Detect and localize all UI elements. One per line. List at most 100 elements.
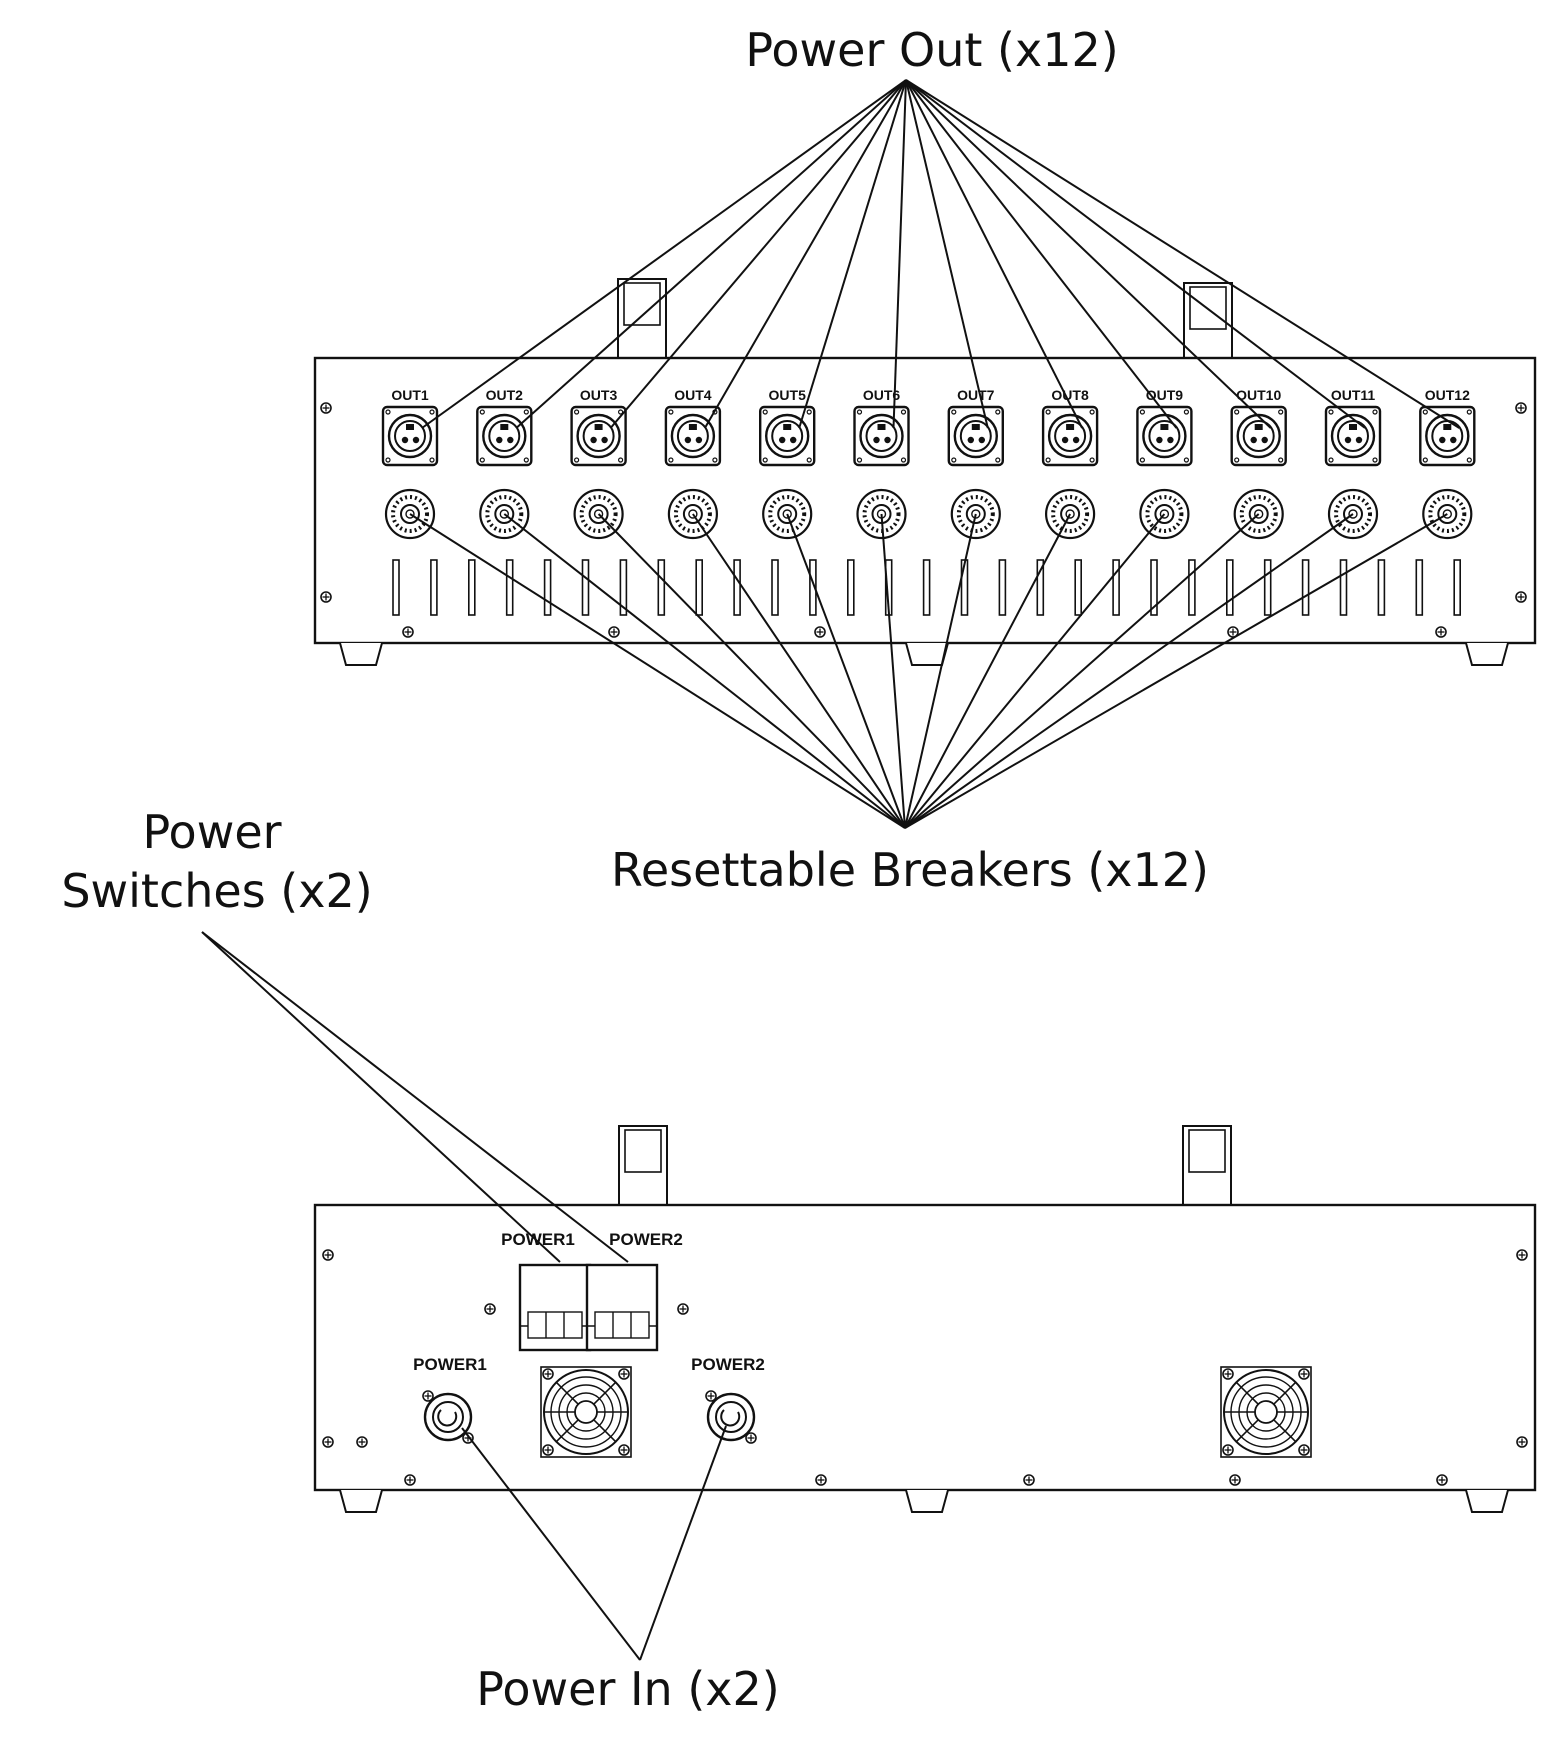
screw-icon (320, 591, 332, 603)
connector-9-icon (1136, 405, 1193, 467)
connector-5-icon (759, 405, 816, 467)
vent-slot-icon (1453, 559, 1461, 616)
leader-line (905, 79, 1272, 429)
leader-line (798, 79, 907, 429)
handle-icon (617, 278, 667, 359)
screw-icon (1229, 1474, 1241, 1486)
foot-icon (905, 1489, 949, 1513)
output-label: OUT5 (769, 387, 807, 403)
vent-slot-icon (467, 559, 476, 616)
leader-lines (201, 79, 1460, 1661)
leader-line (904, 513, 1071, 829)
vent-slot-icon (1226, 559, 1234, 616)
vent-slot-icon (657, 559, 666, 616)
connector-2-icon (476, 405, 533, 467)
vent-slot-icon (1112, 559, 1120, 616)
vent-slot-icon (771, 559, 779, 616)
screw-icon (320, 402, 332, 414)
fans (540, 1366, 1312, 1458)
leader-line (639, 1425, 727, 1661)
leader-line (905, 79, 1178, 429)
output-label: OUT10 (1236, 387, 1281, 403)
handle-icon (1182, 1125, 1232, 1206)
screw-icon (1436, 1474, 1448, 1486)
leader-line (904, 513, 1354, 829)
screw-icon (1222, 1444, 1234, 1456)
screw-icon (618, 1444, 630, 1456)
fan-2-icon (1220, 1366, 1312, 1458)
leader-line (904, 513, 1260, 829)
foot-icon (1465, 1489, 1509, 1513)
screw-icon (1298, 1368, 1310, 1380)
leader-line (892, 79, 907, 429)
screw-icon (618, 1368, 630, 1380)
switch-label-power2: POWER2 (609, 1230, 683, 1249)
screw-icon (484, 1303, 496, 1315)
leader-line (609, 79, 907, 429)
connector-8-icon (1041, 405, 1099, 467)
fan-1-icon (540, 1366, 632, 1458)
rear-panel: POWER1 POWER2 POWER1 POWER2 (313, 1125, 1537, 1513)
inlet-label-power1: POWER1 (413, 1355, 487, 1374)
rocker-switch-icon (585, 1263, 659, 1352)
connector-7-icon (947, 405, 1004, 467)
inlet-label-power2: POWER2 (691, 1355, 765, 1374)
connector-1-icon (381, 405, 439, 467)
screw-icon (1516, 1436, 1528, 1448)
power-inlet-1-icon (422, 1390, 474, 1444)
screw-icon (542, 1444, 554, 1456)
vent-slot-icon (846, 559, 855, 616)
vent-slot-icon (1074, 559, 1082, 616)
vent-slot-icon (543, 559, 552, 616)
leader-line (201, 931, 561, 1263)
leader-line (905, 79, 989, 429)
output-label: OUT1 (391, 387, 429, 403)
output-label: OUT2 (486, 387, 524, 403)
leader-line (692, 513, 906, 829)
leader-line (905, 79, 1366, 429)
leader-line (905, 79, 1083, 429)
leader-line (201, 931, 629, 1263)
screw-icon (1435, 626, 1447, 638)
leader-line (904, 513, 1166, 829)
vent-slots (392, 559, 1461, 616)
callout-power-switches-line2: Switches (x2) (61, 864, 372, 918)
screw-icon (677, 1303, 689, 1315)
output-label: OUT7 (957, 387, 995, 403)
vent-slot-icon (430, 559, 438, 616)
connector-12-icon (1419, 405, 1476, 467)
screw-icon (356, 1436, 368, 1448)
power-inlet-2-icon (705, 1390, 757, 1444)
output-label: OUT3 (580, 387, 618, 403)
switch-label-power1: POWER1 (501, 1230, 575, 1249)
vent-slot-icon (922, 559, 931, 616)
callout-power-out: Power Out (x12) (745, 23, 1118, 77)
screw-icon (322, 1249, 334, 1261)
breakers (384, 488, 1473, 540)
foot-icon (339, 642, 383, 666)
leader-line (421, 79, 907, 429)
output-label: OUT11 (1331, 387, 1376, 403)
vent-slot-icon (1339, 559, 1348, 616)
output-label: OUT6 (863, 387, 901, 403)
vent-slot-icon (1036, 559, 1045, 616)
screw-icon (814, 626, 826, 638)
foot-icon (1465, 642, 1509, 666)
screw-icon (815, 1474, 827, 1486)
leader-line (597, 513, 906, 829)
handle-icon (618, 1125, 668, 1206)
output-label: OUT4 (674, 387, 712, 403)
screw-icon (402, 626, 414, 638)
rear-chassis (313, 1203, 1537, 1492)
leader-line (461, 1427, 641, 1661)
screw-icon (404, 1474, 416, 1486)
foot-icon (339, 1489, 383, 1513)
vent-slot-icon (1188, 559, 1196, 616)
callout-power-in: Power In (x2) (476, 1662, 779, 1716)
leader-line (515, 79, 907, 429)
output-label: OUT8 (1051, 387, 1089, 403)
leader-line (786, 513, 906, 829)
screw-icon (542, 1368, 554, 1380)
